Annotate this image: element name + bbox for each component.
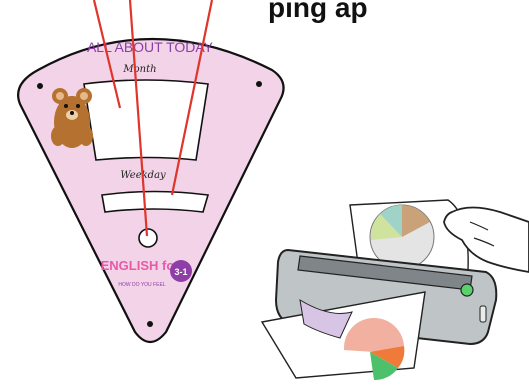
logo-text: ENGLISH for — [101, 258, 180, 273]
month-label: Month — [122, 64, 156, 75]
wedge-title: ALL ABOUT TODAY — [87, 39, 214, 55]
calendar-wedge: ALL ABOUT TODAY Month Weekday ENGLISH fo… — [17, 37, 285, 344]
heading-fragment: ping ap — [268, 0, 368, 23]
punch-hole-left — [37, 83, 43, 89]
punch-hole-right — [256, 81, 262, 87]
punch-hole-bottom — [147, 321, 153, 327]
teddy-bear-icon — [51, 88, 93, 148]
pointer-lines — [92, 0, 214, 237]
center-hole — [138, 228, 158, 248]
laminator-machine-icon — [260, 199, 498, 381]
logo-caption: HOW DO YOU FEEL — [118, 282, 165, 288]
english-logo: ENGLISH for 3-1 HOW DO YOU FEEL — [101, 258, 192, 288]
month-window — [83, 79, 209, 161]
weekday-window — [101, 190, 210, 213]
logo-badge: 3-1 — [174, 267, 187, 277]
hand-icon — [443, 206, 529, 273]
